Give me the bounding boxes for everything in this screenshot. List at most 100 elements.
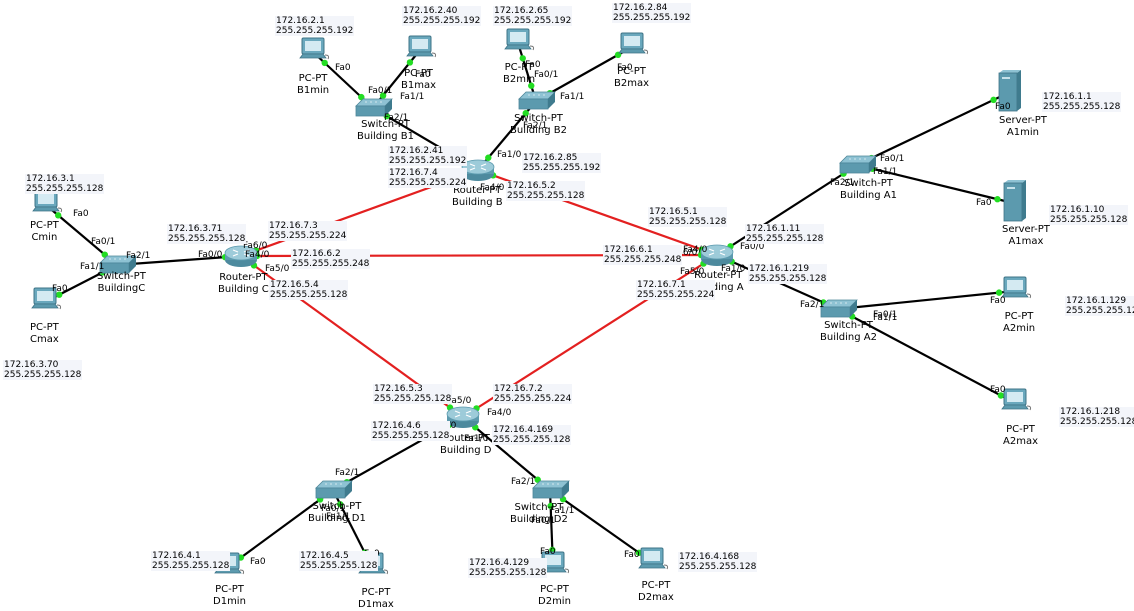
- subnet-mask: 255.255.255.128: [679, 562, 757, 572]
- port-label: Fa6/0: [673, 248, 698, 258]
- device-model: Switch-PT: [844, 178, 893, 189]
- pc-icon-cmin[interactable]: [32, 190, 63, 213]
- router-icon-rc[interactable]: [224, 245, 258, 267]
- pc-icon-b2min[interactable]: [504, 28, 535, 51]
- subnet-mask: 255.255.255.128: [1050, 215, 1128, 225]
- device-name: D2max: [638, 592, 674, 603]
- pc-icon-a2max[interactable]: [1001, 388, 1032, 411]
- server-icon-a1max[interactable]: [1003, 180, 1026, 222]
- pc-icon-a2min[interactable]: [1001, 276, 1032, 299]
- lan-link-swa2-a2min[interactable]: [837, 289, 1016, 311]
- device-name: A1min: [1006, 127, 1039, 138]
- port-label: Fa1/0: [497, 150, 522, 160]
- ip-address: 172.16.2.84: [613, 3, 668, 13]
- ip-address: 172.16.2.65: [494, 6, 549, 16]
- device-model: PC-PT: [540, 584, 569, 595]
- subnet-mask: 255.255.255.224: [389, 178, 467, 188]
- port-label: Fa0: [73, 209, 89, 219]
- port-label: Fa2/1: [523, 121, 548, 131]
- port-label: Fa1/0: [721, 264, 746, 274]
- ip-address: 172.16.2.41: [389, 146, 444, 156]
- lan-link-b1max-swb1[interactable]: [372, 49, 421, 109]
- lan-link-swa1-a1max[interactable]: [856, 163, 1014, 205]
- device-model: Switch-PT: [514, 113, 563, 124]
- port-label: Fa0: [415, 70, 431, 80]
- subnet-mask: 255.255.255.248: [292, 259, 370, 269]
- router-icon-rd[interactable]: [446, 406, 480, 428]
- port-light-icon: [485, 154, 492, 161]
- router-icon-ra[interactable]: [700, 244, 734, 266]
- device-model: PC-PT: [298, 73, 328, 84]
- switch-icon-swb1[interactable]: [355, 98, 393, 117]
- pc-icon-b1max[interactable]: [406, 35, 437, 58]
- device-name: Building C: [218, 284, 269, 295]
- pc-icon-d2max[interactable]: [638, 547, 669, 570]
- lan-link-b2min-swb2[interactable]: [516, 42, 538, 102]
- lan-link-swd2-d2max[interactable]: [549, 489, 653, 563]
- pc-icon-cmax[interactable]: [31, 287, 62, 310]
- device-name: Cmin: [31, 232, 58, 243]
- lan-link-swa1-a1min[interactable]: [856, 92, 1009, 166]
- port-label: Fa0/0: [198, 250, 223, 260]
- switch-icon-swa2[interactable]: [820, 299, 858, 318]
- ip-address: 172.16.5.1: [649, 207, 698, 217]
- subnet-mask: 255.255.255.128: [374, 394, 452, 404]
- router-icon-rb[interactable]: [461, 159, 495, 181]
- switch-icon-swc[interactable]: [99, 255, 137, 274]
- port-label: Fa1/1: [326, 512, 351, 522]
- device-name: D1max: [358, 599, 394, 610]
- device-model: PC-PT: [1006, 424, 1035, 435]
- pc-icon-d2min[interactable]: [539, 551, 570, 574]
- switch-icon-swa1[interactable]: [839, 155, 877, 174]
- server-icon-a1min[interactable]: [998, 70, 1021, 112]
- switch-icon-swb2[interactable]: [518, 91, 556, 110]
- ip-address: 172.16.4.129: [469, 558, 530, 568]
- device-name: A1max: [1008, 236, 1044, 247]
- subnet-mask: 255.255.255.128: [1060, 417, 1134, 427]
- port-label: Fa2/1: [384, 113, 409, 123]
- lan-link-swd1-d1min[interactable]: [227, 489, 334, 568]
- pc-icon-b2max[interactable]: [618, 32, 649, 55]
- switch-icon-swd1[interactable]: [315, 480, 353, 499]
- lan-link-swa2-a2max[interactable]: [837, 308, 1016, 404]
- subnet-mask: 255.255.255.192: [523, 163, 601, 173]
- pc-icon-b1min[interactable]: [299, 37, 330, 60]
- switch-icon-swd2[interactable]: [532, 480, 570, 499]
- lan-link-swc-rc[interactable]: [116, 254, 242, 267]
- lan-link-ra-swa1[interactable]: [716, 164, 858, 256]
- port-label: Fa0: [990, 385, 1006, 395]
- device-model: Router-PT: [441, 433, 490, 444]
- port-light-icon: [379, 92, 387, 99]
